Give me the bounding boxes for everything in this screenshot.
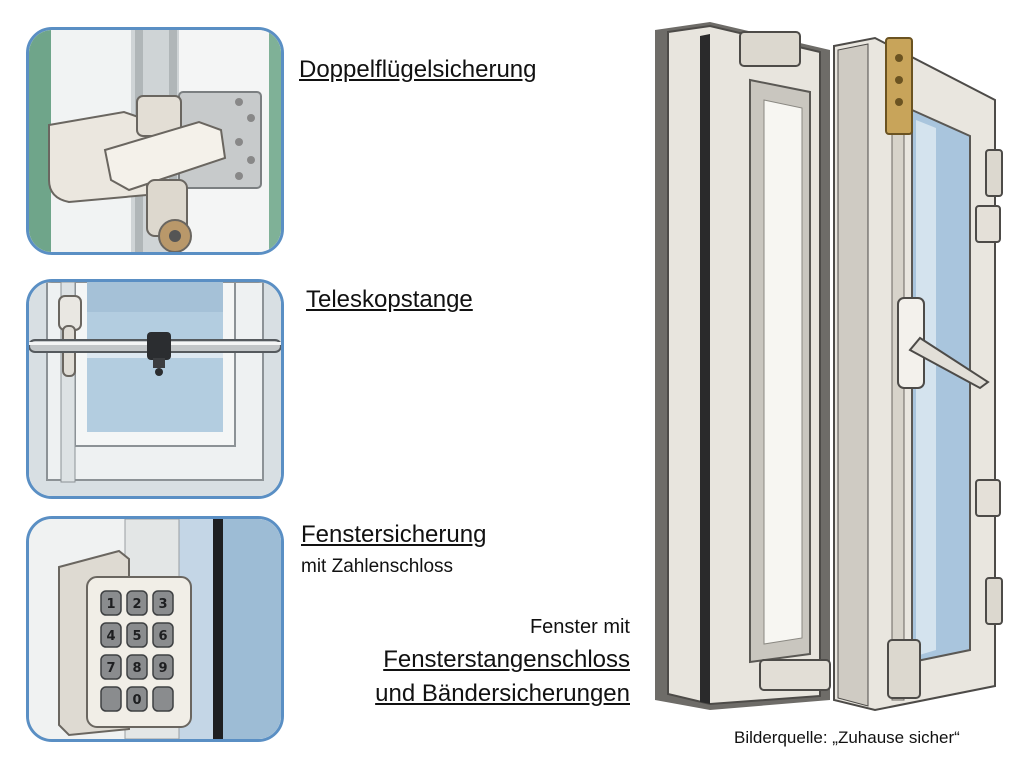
keypad-key-label: 2: [132, 597, 141, 612]
keypad-key: [100, 686, 122, 712]
product-title-keypad-lock: Fenstersicherung: [301, 521, 487, 548]
keypad-lock-icon: 1 2 3 4 5 6 7 8 9 0: [29, 519, 281, 739]
keypad-key-label: 1: [106, 597, 115, 612]
product-image-telescopic-bar: [26, 279, 284, 499]
keypad-key: [152, 686, 174, 712]
keypad-key-label: 0: [132, 693, 141, 708]
keypad-key-label: 5: [132, 629, 141, 644]
keypad-key: [152, 654, 174, 680]
window-caption-line1: Fensterstangenschloss: [383, 646, 630, 673]
product-subtitle-keypad-lock: mit Zahlenschloss: [301, 556, 454, 577]
product-image-double-sash-lock: [26, 27, 284, 255]
keypad-key-label: 6: [158, 629, 167, 644]
product-title-double-sash-lock: Doppelflügelsicherung: [299, 56, 537, 83]
double-sash-lock-icon: [29, 30, 281, 252]
product-title-telescopic-bar: Teleskopstange: [306, 286, 473, 313]
keypad-key-label: 4: [106, 629, 115, 644]
keypad-key-label: 8: [132, 661, 141, 676]
keypad-key: [100, 622, 122, 648]
telescopic-bar-icon: [29, 282, 281, 496]
keypad-key: [126, 622, 148, 648]
keypad-key: [126, 686, 148, 712]
window-caption-prefix: Fenster mit: [529, 616, 630, 638]
keypad-key: [100, 654, 122, 680]
keypad-key: [152, 590, 174, 616]
keypad-key-label: 7: [106, 661, 115, 676]
keypad-keys: 1 2 3 4 5 6 7 8 9 0: [100, 590, 174, 712]
keypad-key: [126, 654, 148, 680]
keypad-key: [152, 622, 174, 648]
window-caption-line2: und Bändersicherungen: [375, 680, 630, 707]
keypad-key: [126, 590, 148, 616]
window-illustration: [655, 22, 1003, 712]
keypad-key-label: 3: [158, 597, 167, 612]
keypad-key-label: 9: [158, 661, 167, 676]
product-image-keypad-lock: 1 2 3 4 5 6 7 8 9 0: [26, 516, 284, 742]
image-credit: Bilderquelle: „Zuhause sicher“: [734, 728, 960, 747]
keypad-key: [100, 590, 122, 616]
